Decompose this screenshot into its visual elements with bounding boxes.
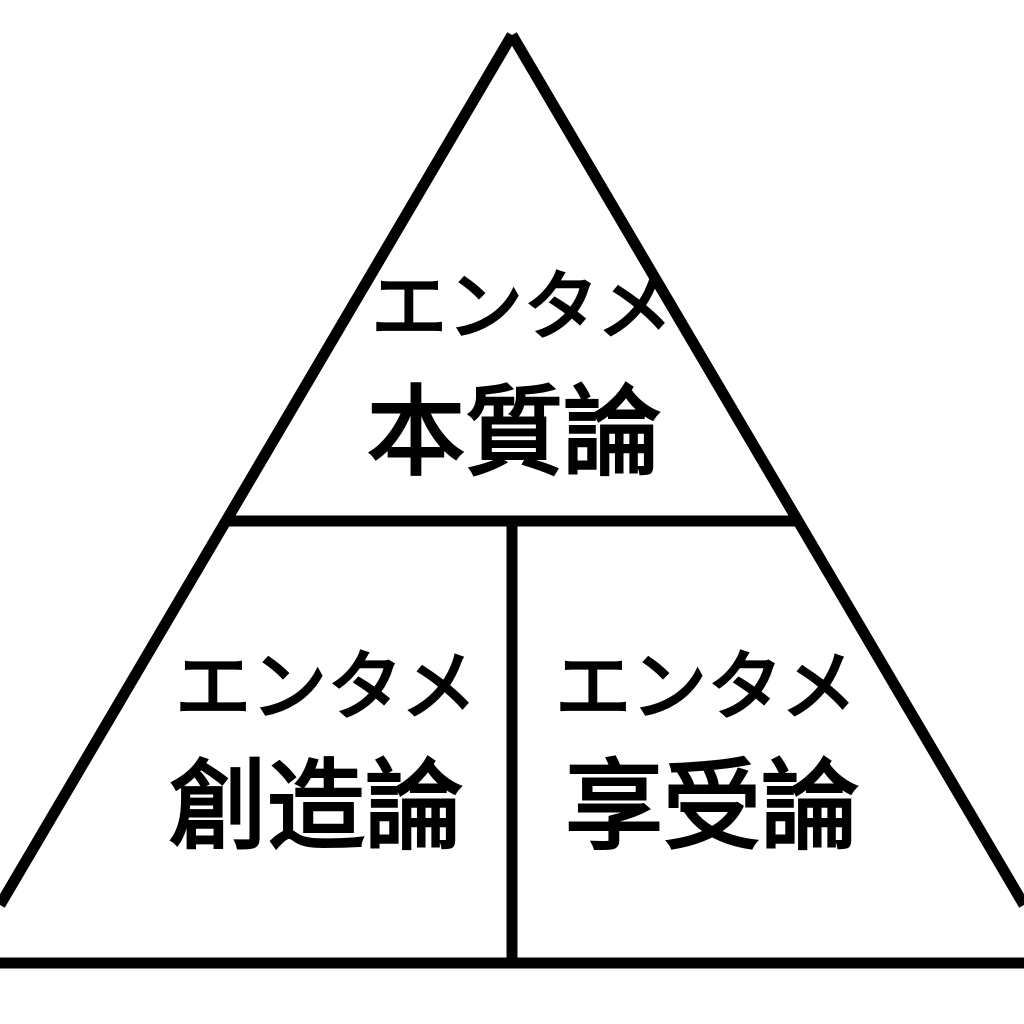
section-top-title: 本質論 [367,376,661,490]
section-top: エンタメ 本質論 [367,262,673,490]
pyramid-left-edge [0,32,517,908]
section-bottom-right: エンタメ 享受論 [555,642,859,864]
section-bottom-right-line1: エンタメ [555,642,857,731]
section-top-line1: エンタメ [371,262,673,351]
section-bottom-left-title: 創造論 [169,750,463,864]
pyramid-right-edge [507,32,1024,908]
section-bottom-right-title: 享受論 [565,750,859,864]
section-bottom-left-line1: エンタメ [175,642,477,731]
section-bottom-left: エンタメ 創造論 [169,642,477,864]
